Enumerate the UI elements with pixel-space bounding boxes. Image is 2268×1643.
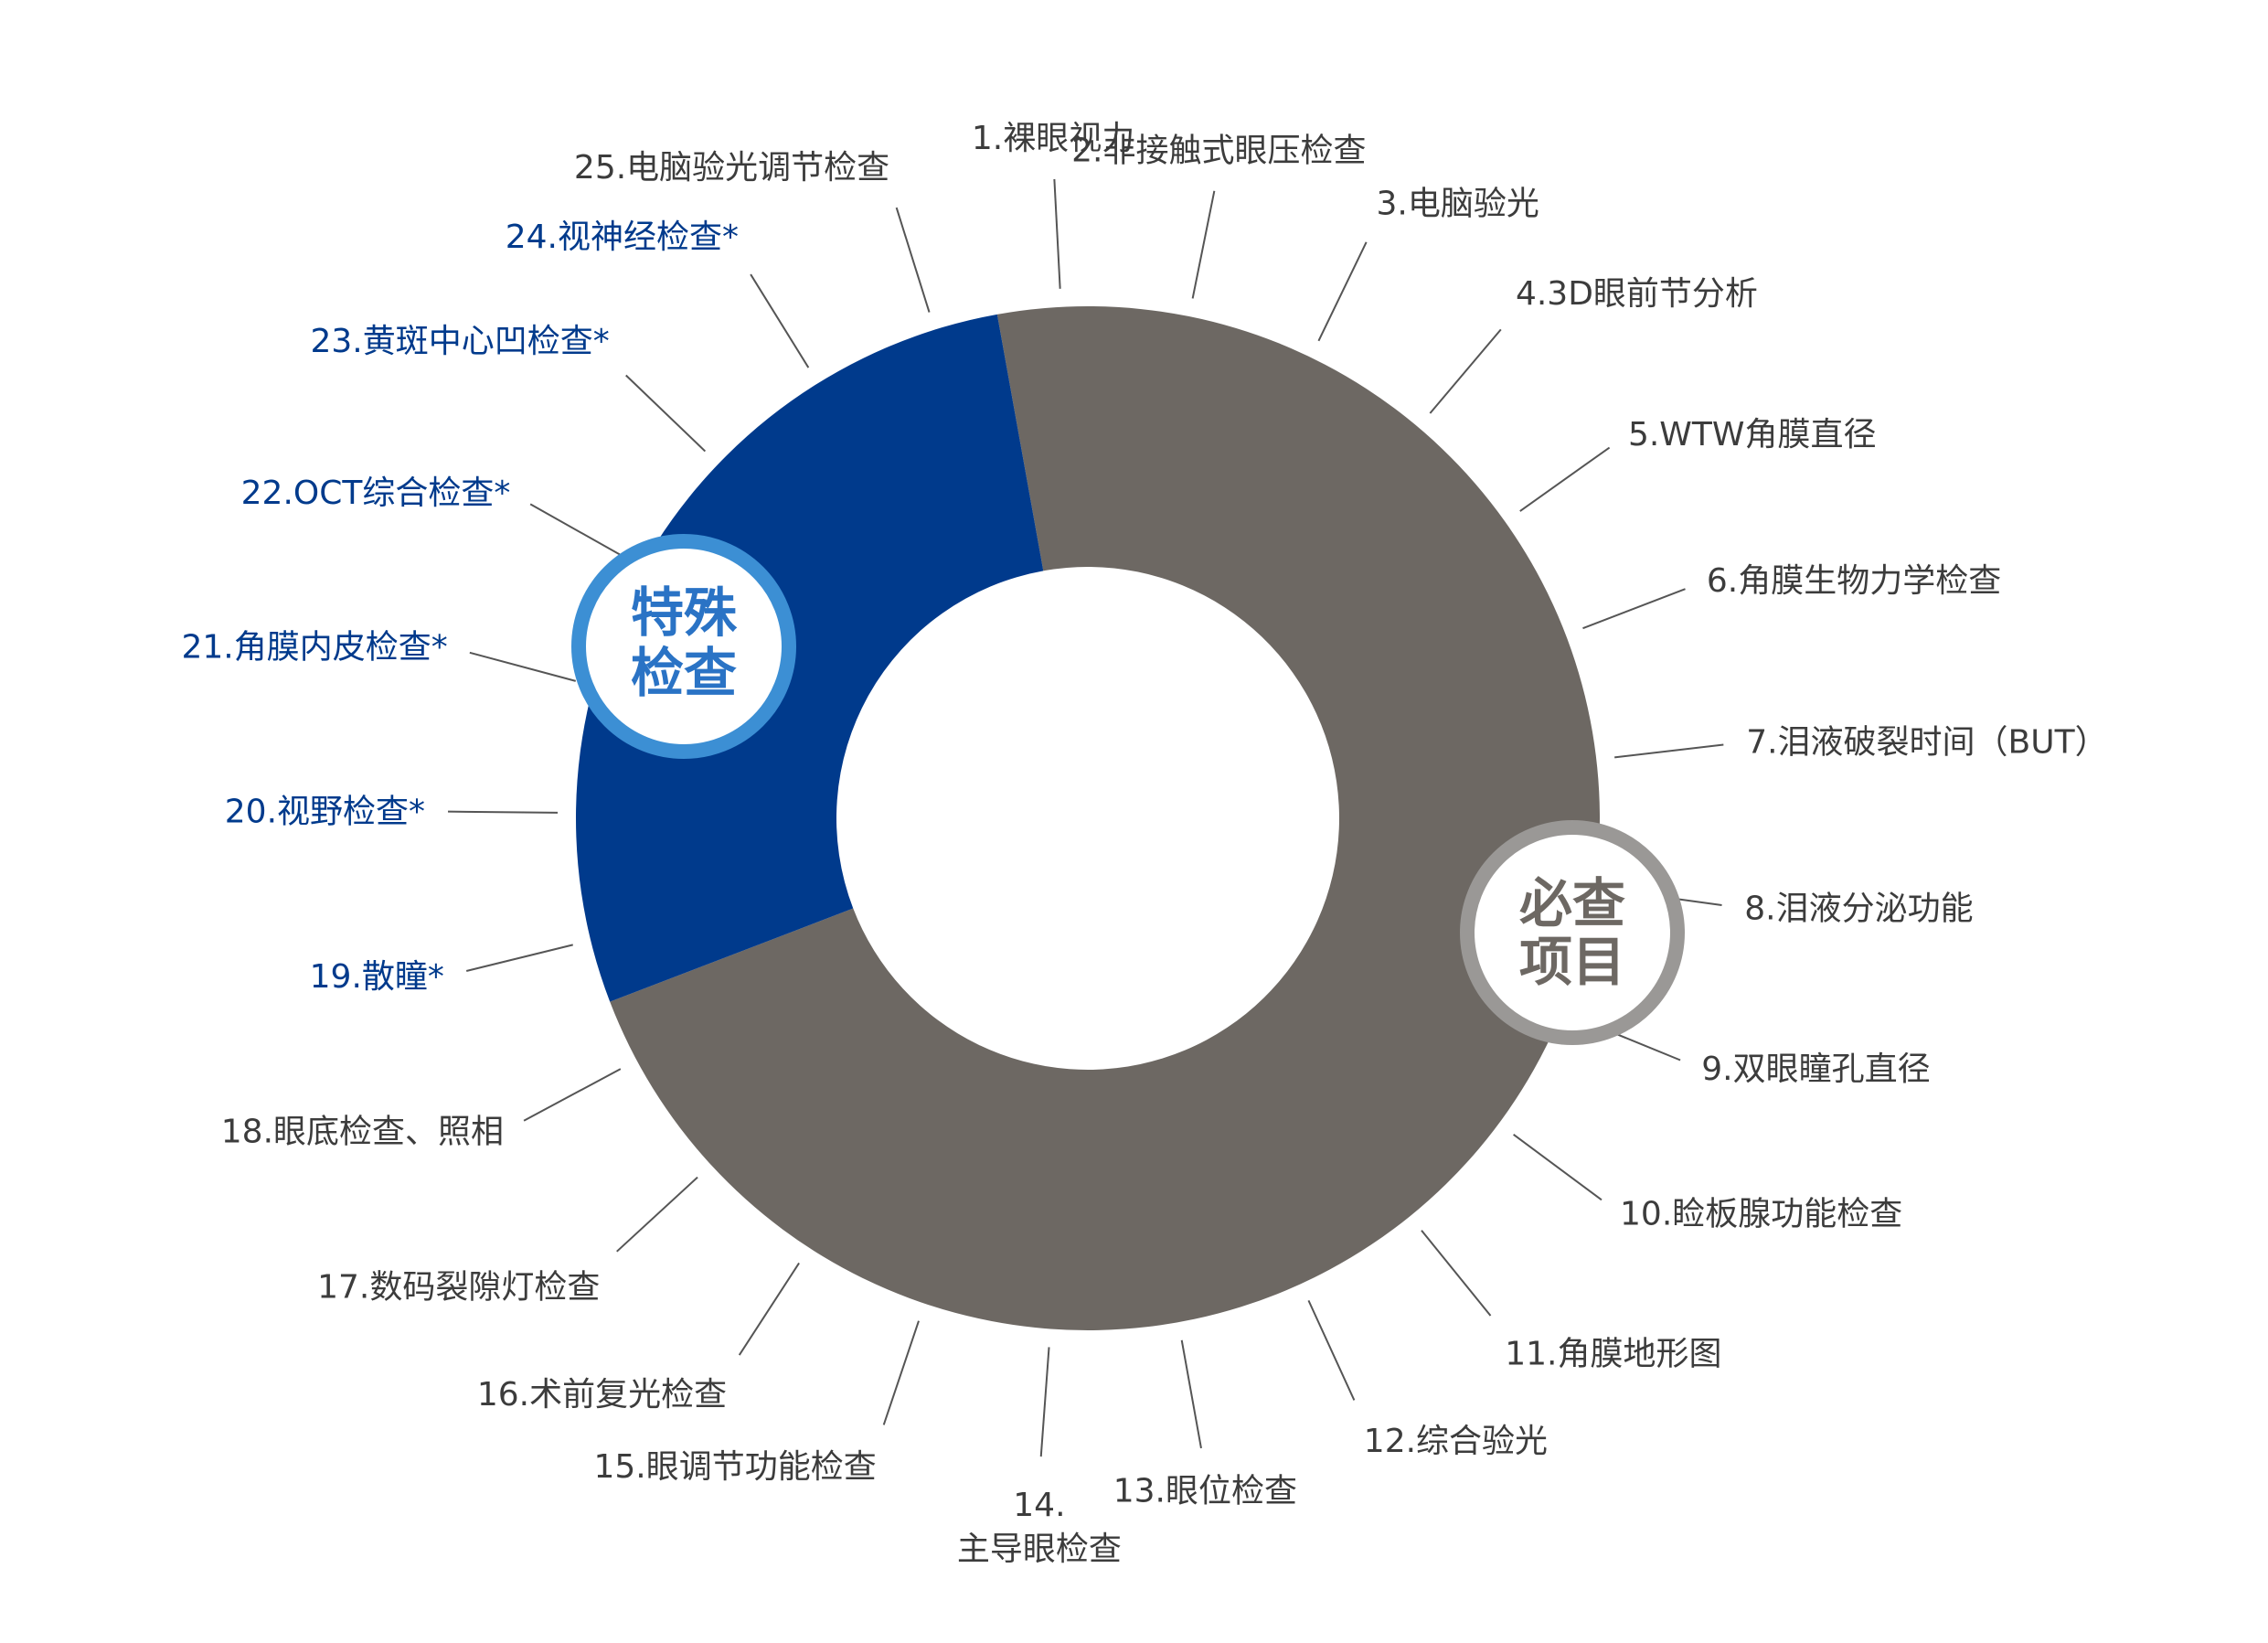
leader-line-22 (529, 503, 627, 560)
leader-line-21 (469, 651, 577, 682)
item-label-8: 8.泪液分泌功能 (1744, 890, 1973, 927)
item-label-11: 11.角膜地形图 (1505, 1335, 1721, 1372)
item-label-7: 7.泪液破裂时间（BUT） (1746, 724, 2107, 762)
item-label-19: 19.散瞳* (310, 958, 444, 996)
leader-line-13 (1180, 1339, 1202, 1449)
leader-line-7 (1614, 743, 1724, 759)
special-badge-circle (571, 534, 796, 759)
required-badge: 必查 项目 (1460, 820, 1685, 1045)
leader-line-5 (1519, 446, 1611, 512)
leader-line-18 (523, 1068, 622, 1122)
leader-line-23 (625, 374, 707, 453)
leader-line-14 (1039, 1347, 1050, 1457)
item-label-24: 24.视神经检查* (506, 219, 739, 256)
leader-line-3 (1317, 241, 1368, 342)
leader-line-12 (1307, 1299, 1356, 1401)
item-label-13: 13.眼位检查 (1113, 1473, 1297, 1510)
item-label-3: 3.电脑验光 (1377, 185, 1539, 222)
item-label-2: 2.非接触式眼压检查 (1071, 132, 1366, 169)
leader-line-25 (895, 207, 931, 313)
item-label-17: 17.数码裂隙灯检查 (317, 1269, 600, 1307)
item-label-6: 6.角膜生物力学检查 (1707, 562, 2001, 600)
donut-segment-required (610, 306, 1600, 1330)
donut-segment-special (576, 314, 1044, 1002)
item-label-1: 1.裸眼视力 (972, 120, 1134, 157)
leader-line-11 (1421, 1230, 1492, 1317)
item-label-9: 9.双眼瞳孔直径 (1701, 1051, 1930, 1088)
leader-line-19 (465, 944, 573, 972)
item-label-16: 16.术前复光检查 (477, 1376, 727, 1414)
item-label-25: 25.电脑验光调节检查 (574, 149, 889, 187)
leader-line-24 (750, 273, 810, 368)
donut-segments (576, 306, 1600, 1330)
leader-line-6 (1582, 588, 1686, 630)
required-badge-line2: 项目 (1519, 931, 1625, 993)
item-label-5: 5.WTW角膜直径 (1628, 416, 1877, 453)
leader-line-2 (1191, 190, 1216, 299)
item-label-10: 10.睑板腺功能检查 (1620, 1195, 1902, 1232)
item-label-15: 15.眼调节功能检查 (593, 1448, 876, 1486)
special-badge-line2: 检查 (631, 642, 737, 704)
leader-line-20 (448, 810, 559, 814)
leader-line-1 (1053, 178, 1061, 289)
special-badge-line1: 特殊 (631, 581, 738, 644)
item-label-18: 18.眼底检查、照相 (221, 1114, 504, 1151)
item-label-12: 12.综合验光 (1364, 1423, 1548, 1460)
leader-line-17 (616, 1176, 698, 1253)
item-label-4: 4.3D眼前节分析 (1516, 275, 1758, 313)
leader-line-4 (1429, 328, 1502, 414)
item-label-22: 22.OCT综合检查* (241, 475, 511, 512)
item-label-14: 14. (1013, 1487, 1065, 1524)
special-badge: 特殊 检查 (571, 534, 796, 759)
item-label-20: 20.视野检查* (225, 793, 425, 830)
item-label-23: 23.黄斑中心凹检查* (310, 323, 609, 360)
required-badge-line1: 必查 (1519, 872, 1625, 934)
badges: 特殊 检查 必查 项目 (571, 534, 1685, 1045)
item-label-14-line2: 主导眼检查 (957, 1531, 1122, 1568)
item-label-21: 21.角膜内皮检查* (181, 628, 447, 666)
required-badge-circle (1460, 820, 1685, 1045)
leader-line-10 (1513, 1134, 1603, 1201)
leader-line-16 (738, 1262, 800, 1356)
leader-line-15 (882, 1320, 920, 1425)
